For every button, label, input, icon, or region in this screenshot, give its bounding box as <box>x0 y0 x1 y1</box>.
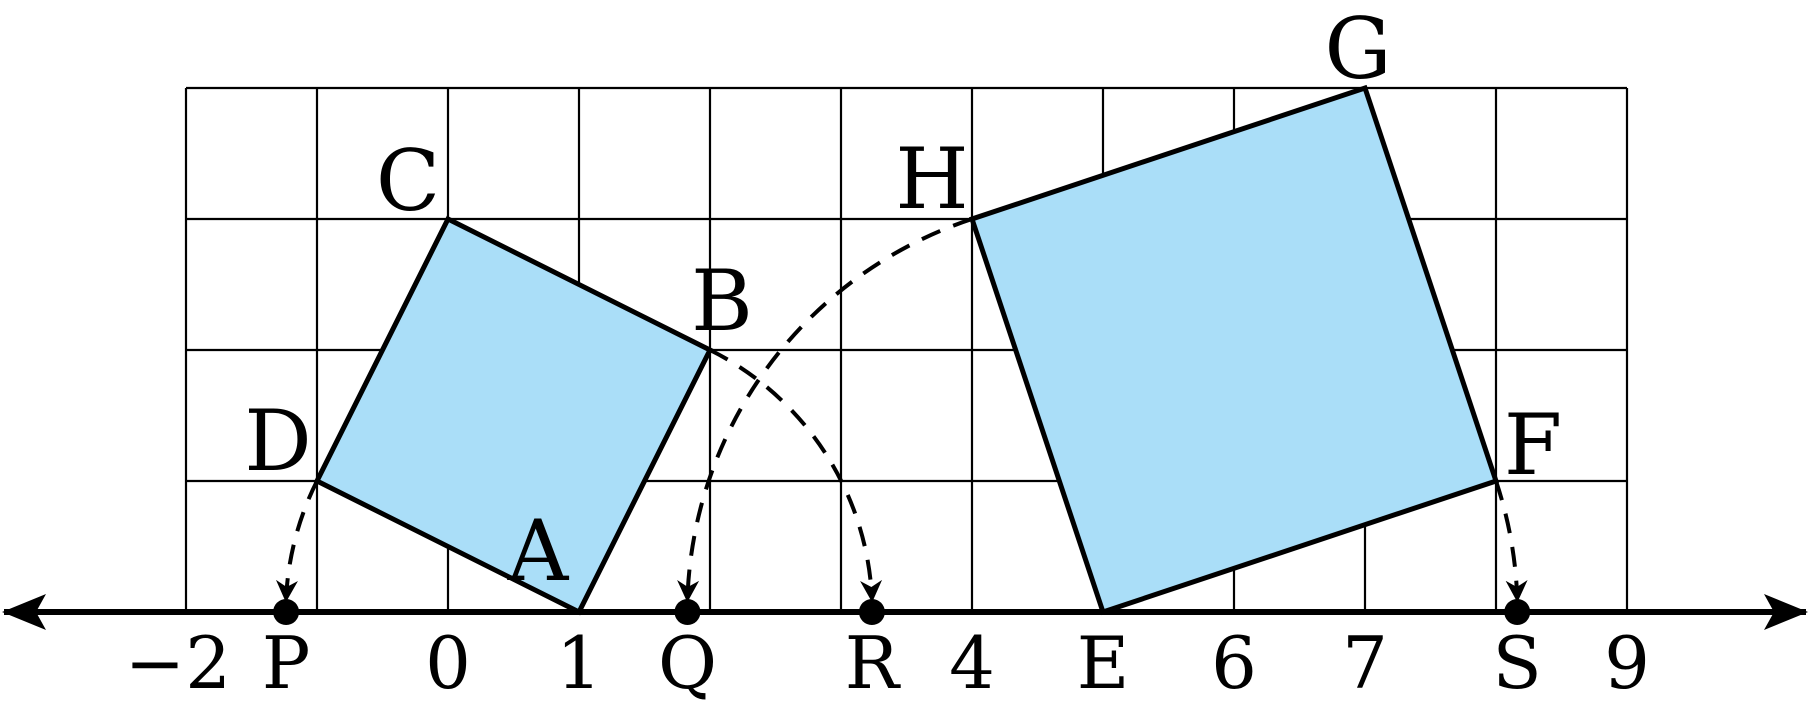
tick-label: P <box>262 621 310 705</box>
tick-label: Q <box>658 621 717 705</box>
vertex-label-g: G <box>1324 0 1391 98</box>
point-s <box>1504 599 1531 625</box>
tick-label: 6 <box>1211 621 1257 705</box>
arc-h-to-q <box>677 217 973 603</box>
tick-label: 9 <box>1604 621 1650 705</box>
squares <box>313 84 1500 616</box>
tick-label: 0 <box>425 621 471 705</box>
tick-label: S <box>1493 621 1542 705</box>
square-efgh <box>968 84 1500 616</box>
vertex-label-h: H <box>895 130 968 228</box>
construction-arcs <box>275 217 1528 603</box>
point-p <box>273 599 300 625</box>
tick-label: E <box>1077 621 1130 705</box>
vertex-label-d: D <box>244 392 311 490</box>
arc-f-to-s <box>1494 480 1528 603</box>
tick-label: 7 <box>1342 621 1388 705</box>
vertex-label-a: A <box>507 502 570 600</box>
vertex-label-f: F <box>1504 396 1562 494</box>
point-r <box>858 599 885 625</box>
tick-label: R <box>845 621 901 705</box>
point-q <box>674 599 701 625</box>
tick-label: 4 <box>949 621 995 705</box>
left-arrow-icon <box>2 594 46 630</box>
right-arrow-icon <box>1764 594 1808 630</box>
arc-d-to-p <box>275 480 319 603</box>
tick-label: 1 <box>556 621 602 705</box>
vertex-labels: A B C D F G H <box>244 0 1562 600</box>
square-abcd <box>313 215 714 616</box>
vertex-label-b: B <box>691 252 753 350</box>
arc-b-to-r <box>709 348 883 603</box>
vertex-label-c: C <box>376 132 440 230</box>
axis-points <box>273 599 1531 625</box>
tick-label: −2 <box>125 621 231 705</box>
